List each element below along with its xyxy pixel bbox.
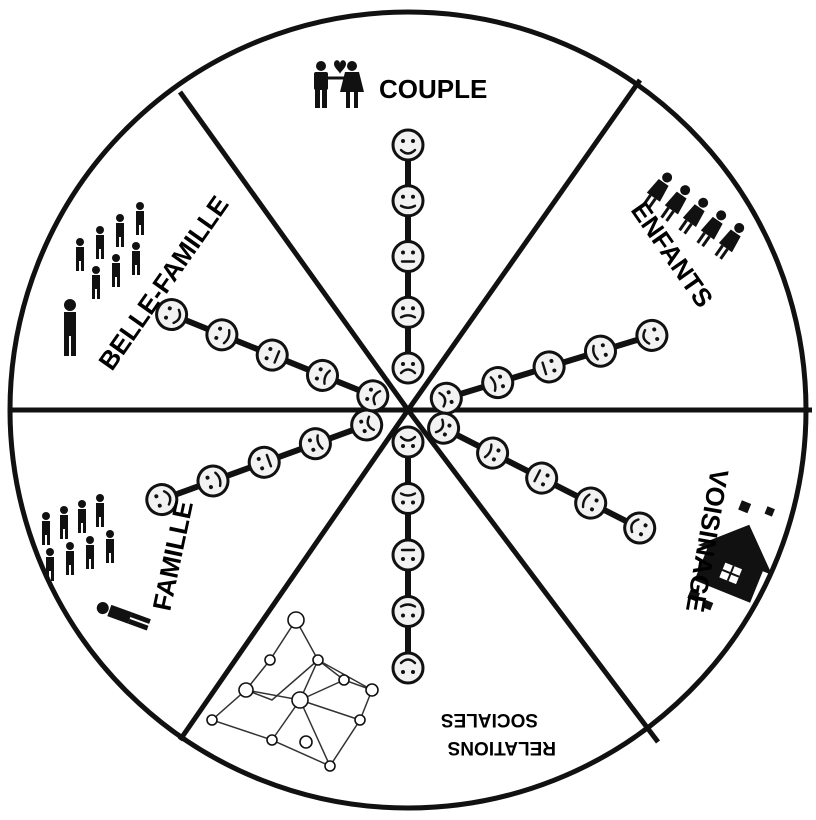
relations-neutral-face-icon[interactable] [393,540,423,570]
couple-neutral-face-icon[interactable] [393,242,423,272]
relations-sad-face-icon[interactable] [393,484,423,514]
relations-label-line2: SOCIALES [441,709,538,730]
couple-very-sad-face-icon[interactable] [393,353,423,383]
couple-label: COUPLE [379,74,487,104]
couple-happy-face-icon[interactable] [393,186,423,216]
relations-happy-face-icon[interactable] [393,597,423,627]
couple-sad-face-icon[interactable] [393,297,423,327]
relations-label-line1: RELATIONS [448,737,556,758]
couple-very-happy-face-icon[interactable] [393,130,423,160]
relations-very-sad-face-icon[interactable] [393,427,423,457]
relations-very-happy-face-icon[interactable] [393,653,423,683]
